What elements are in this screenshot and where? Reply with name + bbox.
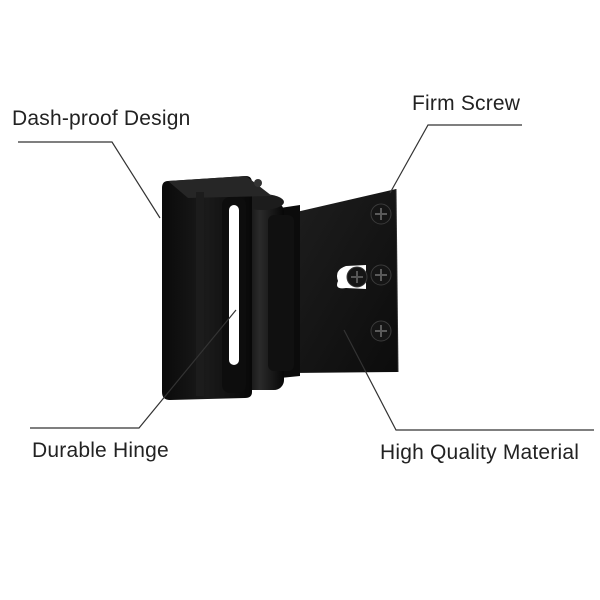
leader-lines	[18, 124, 594, 431]
screw-bottom	[370, 320, 392, 342]
screw-slot	[337, 265, 368, 289]
callout-durable-hinge: Durable Hinge	[32, 439, 169, 462]
screw-top	[370, 203, 392, 225]
callout-high-quality-material: High Quality Material	[380, 441, 580, 464]
screw-middle	[370, 264, 392, 286]
leader-firm-screw	[389, 124, 522, 194]
leader-durable-hinge	[30, 309, 237, 429]
callout-firm-screw: Firm Screw	[412, 92, 521, 115]
latch-block	[162, 176, 272, 400]
callout-dash-proof-design: Dash-proof Design	[12, 107, 191, 130]
leader-material	[343, 329, 594, 431]
leader-dash-proof	[18, 141, 161, 219]
